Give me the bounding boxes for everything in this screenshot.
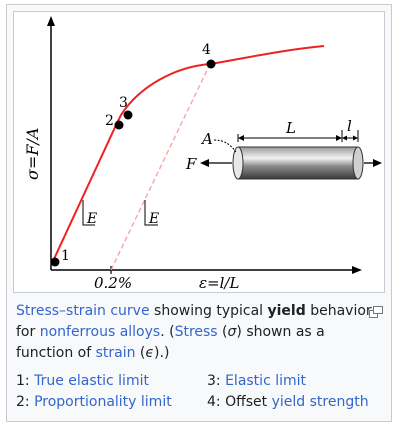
slope-triangle-2 bbox=[144, 200, 158, 226]
point-3-label: 3 bbox=[119, 95, 128, 111]
force-label: F bbox=[185, 155, 197, 173]
point-1 bbox=[50, 257, 60, 267]
stress-strain-diagram[interactable]: σ=F/A 0.2% ε=l/L E E 1 2 3 4 bbox=[13, 11, 385, 293]
diagram-svg: σ=F/A 0.2% ε=l/L E E 1 2 3 4 bbox=[23, 16, 382, 292]
link-stress[interactable]: Stress bbox=[174, 324, 218, 340]
link-stress-strain-curve[interactable]: Stress–strain curve bbox=[16, 303, 150, 319]
slope-triangle-1 bbox=[82, 200, 95, 226]
link-elastic-limit[interactable]: Elastic limit bbox=[225, 373, 307, 389]
link-true-elastic-limit[interactable]: True elastic limit bbox=[34, 373, 149, 389]
legend-item-4: 4: Offset yield strength bbox=[207, 394, 369, 410]
slope-label-1: E bbox=[86, 211, 97, 227]
slope-label-2: E bbox=[148, 211, 159, 227]
offset-label: 0.2% bbox=[94, 274, 132, 292]
point-2-label: 2 bbox=[105, 113, 114, 129]
y-axis-arrow bbox=[47, 16, 55, 26]
x-axis-label: ε=l/L bbox=[199, 274, 239, 292]
point-4-label: 4 bbox=[202, 42, 211, 58]
area-leader bbox=[213, 139, 237, 153]
specimen-cylinder bbox=[238, 147, 358, 179]
point-1-label: 1 bbox=[61, 248, 70, 264]
point-3 bbox=[123, 110, 133, 120]
enlarge-icon[interactable] bbox=[369, 303, 383, 318]
figure-frame: σ=F/A 0.2% ε=l/L E E 1 2 3 4 bbox=[6, 4, 392, 422]
link-yield-strength[interactable]: yield strength bbox=[271, 394, 369, 410]
specimen-end-left bbox=[232, 146, 244, 180]
specimen-end-right bbox=[352, 146, 364, 180]
y-axis-label: σ=F/A bbox=[23, 128, 42, 180]
area-label: A bbox=[200, 130, 213, 148]
legend-item-3: 3: Elastic limit bbox=[207, 373, 307, 389]
link-nonferrous-alloys[interactable]: nonferrous alloys bbox=[39, 324, 161, 340]
x-axis-arrow bbox=[352, 266, 362, 274]
legend-item-1: 1: True elastic limit bbox=[16, 373, 149, 389]
length-label: L bbox=[285, 119, 296, 137]
point-2 bbox=[114, 120, 124, 130]
extension-label: l bbox=[347, 117, 352, 135]
specimen-illustration: L l A F bbox=[185, 117, 382, 180]
link-strain[interactable]: strain bbox=[95, 345, 136, 361]
stress-strain-curve bbox=[50, 45, 325, 265]
link-proportionality-limit[interactable]: Proportionality limit bbox=[34, 394, 172, 410]
point-4 bbox=[206, 59, 216, 69]
figure-caption: Stress–strain curve showing typical yiel… bbox=[16, 303, 372, 361]
legend-item-2: 2: Proportionality limit bbox=[16, 394, 172, 410]
offset-line bbox=[110, 63, 211, 271]
